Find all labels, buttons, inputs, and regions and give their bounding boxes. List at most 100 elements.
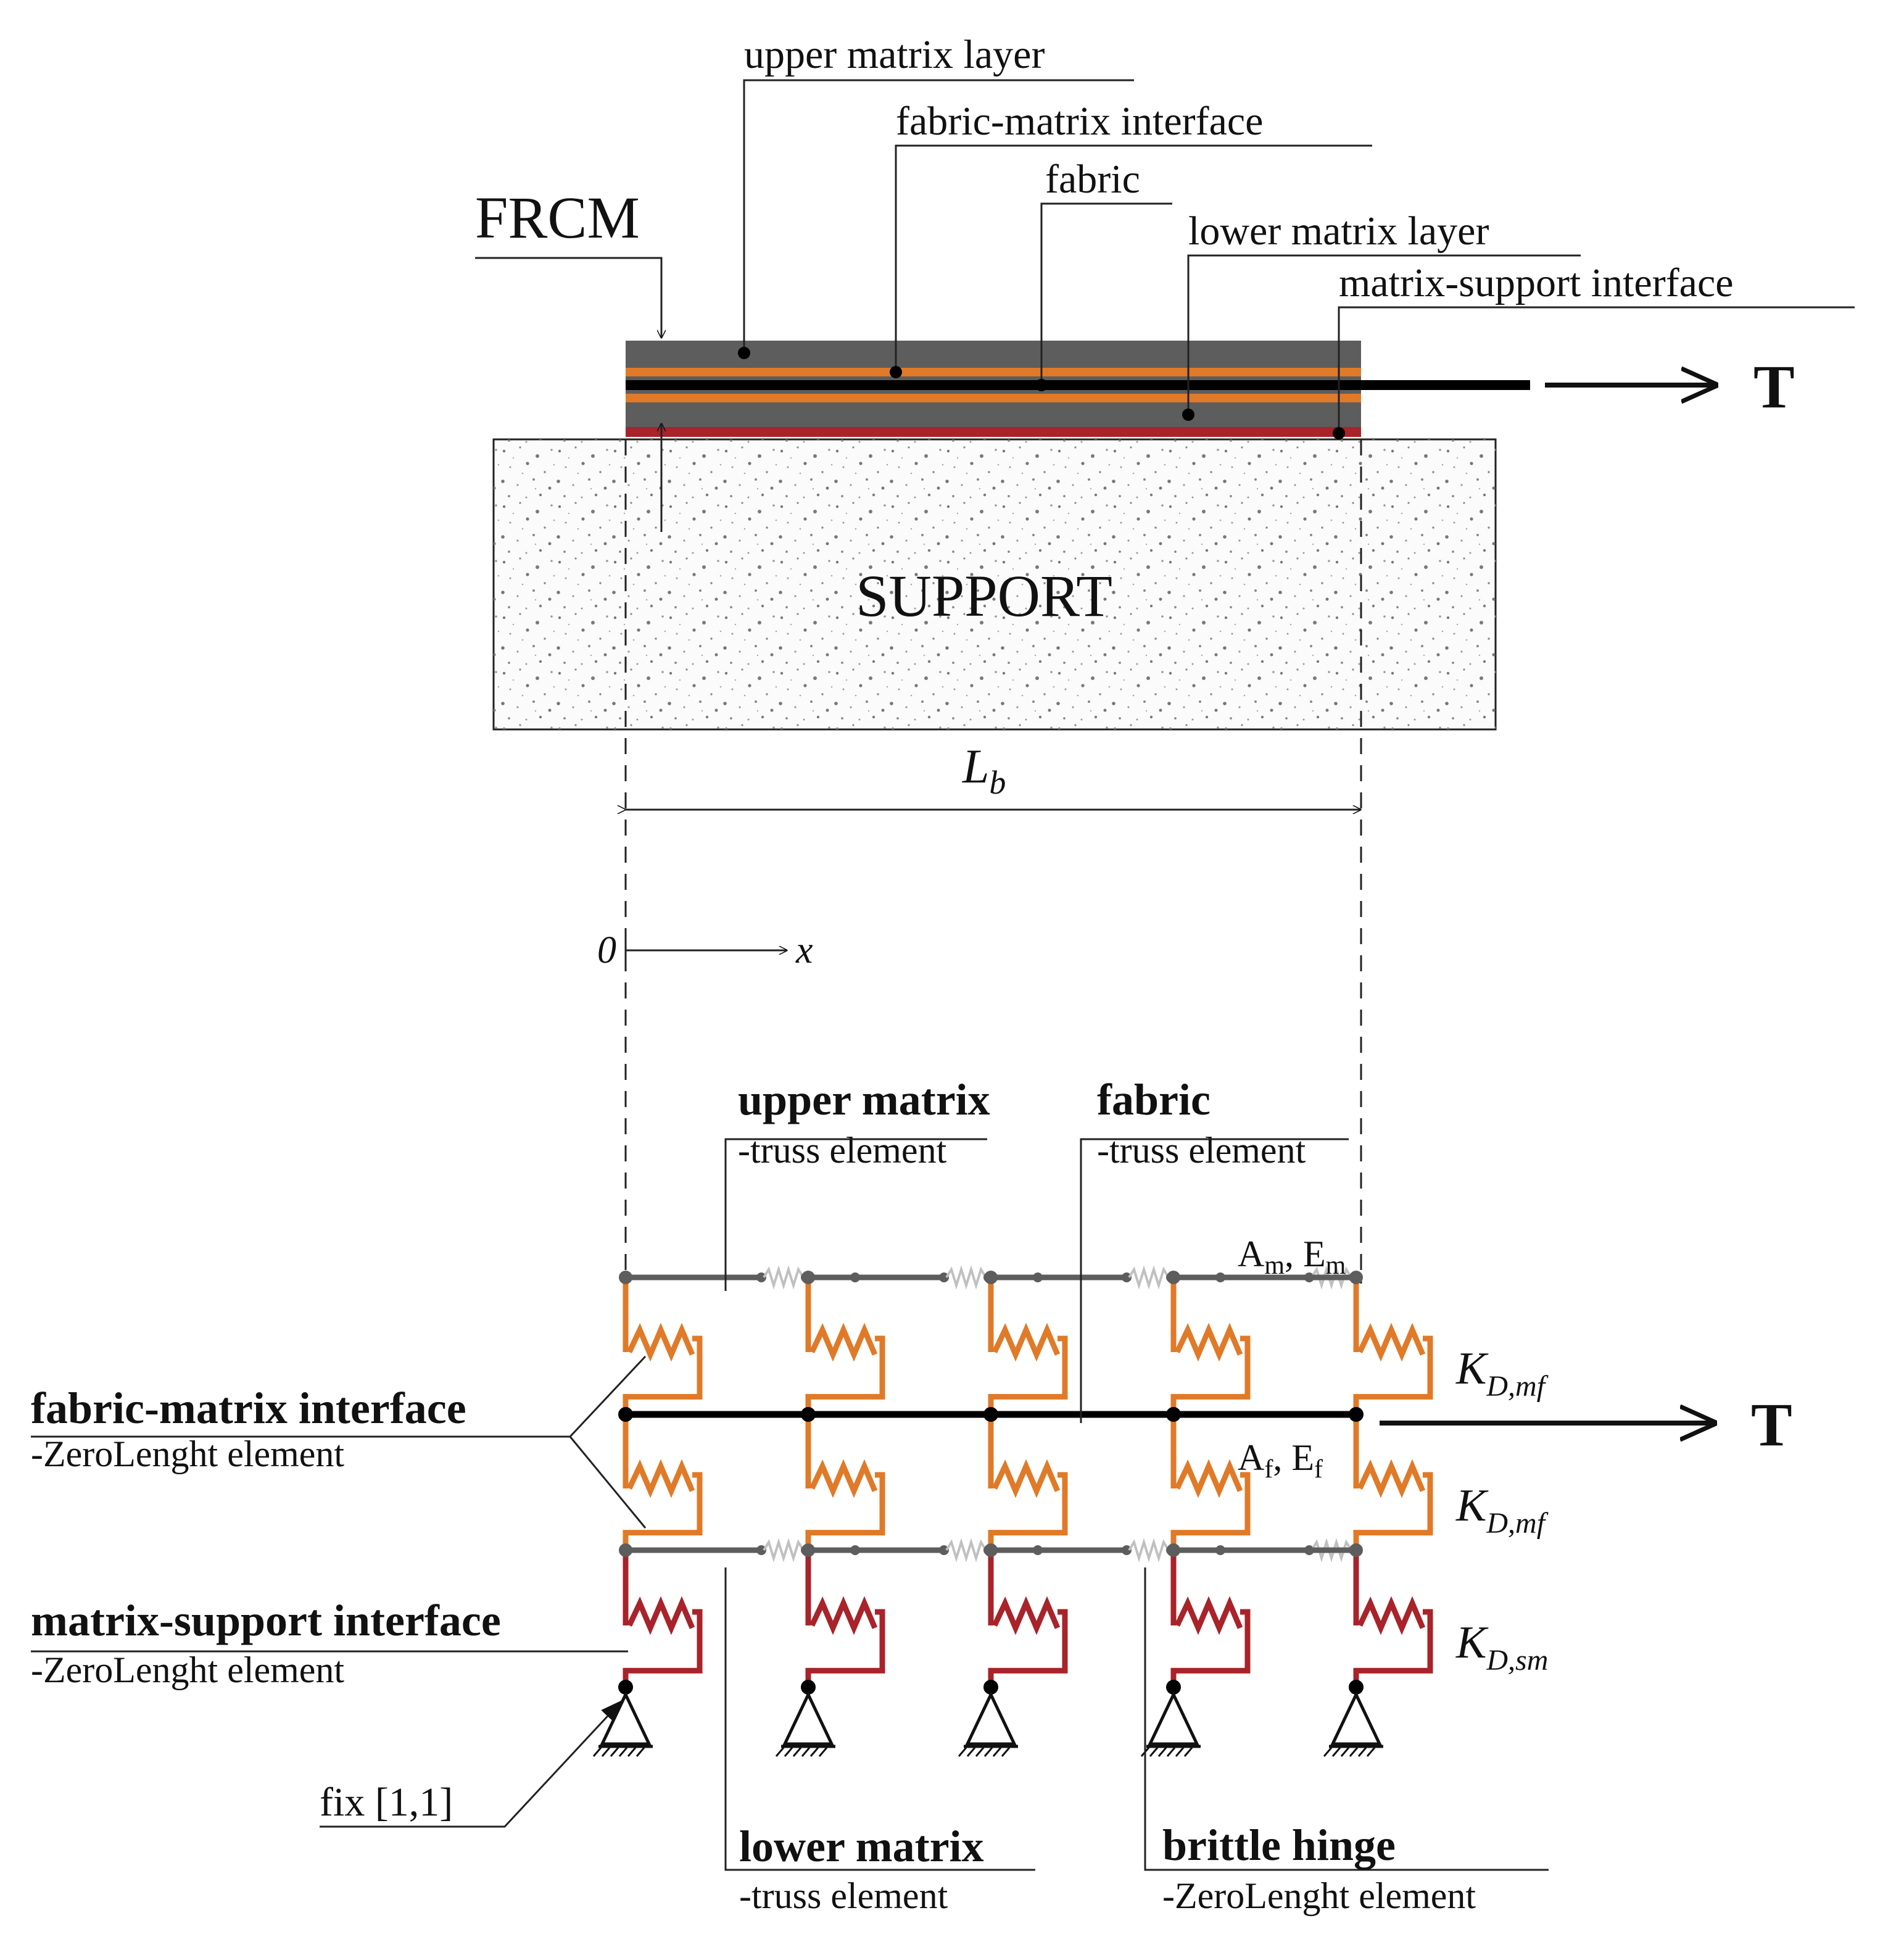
fabric-matrix-spring-lower bbox=[623, 1472, 703, 1545]
brittle-hinge-spring bbox=[1128, 1265, 1170, 1290]
pin-support-hatch bbox=[983, 1747, 993, 1757]
upper-matrix-node bbox=[756, 1272, 766, 1282]
pin-support-triangle bbox=[782, 1691, 834, 1746]
pin-support-hatch bbox=[1175, 1747, 1185, 1757]
pin-support-hatch bbox=[1183, 1747, 1193, 1757]
matrix-support-spring bbox=[626, 1596, 695, 1635]
fabric-matrix-spring-upper bbox=[1357, 1322, 1426, 1362]
matrix-support-spring bbox=[805, 1609, 885, 1683]
dot-upper-matrix-layer bbox=[738, 347, 750, 359]
pin-support-hatch bbox=[610, 1747, 619, 1757]
upper-matrix-node bbox=[1122, 1272, 1132, 1282]
frcm-strip bbox=[626, 341, 1530, 437]
ms-interface-subtitle: -ZeroLenght element bbox=[31, 1650, 344, 1690]
spring-label-mf-lower: KD,mf bbox=[1455, 1480, 1549, 1540]
leader-lower-matrix-layer bbox=[1187, 254, 1581, 415]
brittle-hinge-spring bbox=[1128, 1538, 1170, 1563]
leader-fix bbox=[320, 1700, 623, 1828]
pin-support-triangle bbox=[1330, 1691, 1382, 1746]
brittle-hinge-spring bbox=[945, 1538, 987, 1563]
load-label-top: T bbox=[1753, 352, 1795, 421]
matrix-support-spring bbox=[1170, 1609, 1251, 1683]
label-fabric: fabric bbox=[1045, 157, 1140, 202]
upper-matrix-node bbox=[984, 1271, 998, 1284]
fabric-matrix-spring-lower bbox=[809, 1459, 878, 1498]
label-lower-matrix-layer: lower matrix layer bbox=[1188, 209, 1489, 254]
fabric-node bbox=[1166, 1407, 1181, 1422]
pin-support-hatch bbox=[792, 1747, 802, 1757]
brittle-hinge-spring bbox=[763, 1538, 805, 1563]
pin-support-triangle bbox=[1148, 1691, 1199, 1746]
support-node bbox=[618, 1680, 633, 1695]
lower-matrix-node bbox=[1349, 1543, 1363, 1557]
fabric-matrix-spring-upper bbox=[1170, 1335, 1251, 1409]
dot-fabric bbox=[1035, 379, 1048, 391]
matrix-props-label: Am, Em bbox=[1238, 1234, 1346, 1280]
pin-support-hatch bbox=[801, 1747, 811, 1757]
upper-matrix-subtitle: -truss element bbox=[738, 1130, 947, 1171]
x-axis-label: x bbox=[795, 929, 813, 971]
fabric-matrix-spring-lower bbox=[1353, 1472, 1433, 1545]
support-node bbox=[801, 1680, 816, 1695]
bond-length-label: Lb bbox=[962, 739, 1006, 801]
leader-upper-matrix bbox=[724, 1138, 987, 1291]
frcm-leader bbox=[475, 257, 661, 338]
lower-matrix-title: lower matrix bbox=[739, 1822, 984, 1871]
pin-support-hatch bbox=[1349, 1747, 1359, 1757]
lower-matrix-node bbox=[939, 1545, 949, 1555]
brittle-hinge-spring bbox=[945, 1265, 987, 1290]
pin-support-hatch bbox=[809, 1747, 819, 1757]
matrix-support-spring bbox=[991, 1596, 1061, 1635]
lower-matrix-subtitle: -truss element bbox=[739, 1875, 948, 1916]
numerical-model bbox=[592, 1265, 1433, 1757]
fix-label: fix [1,1] bbox=[320, 1780, 453, 1825]
fabric-title: fabric bbox=[1097, 1075, 1211, 1124]
fabric-node bbox=[1349, 1407, 1364, 1422]
fabric-matrix-spring-lower bbox=[988, 1472, 1068, 1545]
label-fabric-matrix-interface: fabric-matrix interface bbox=[896, 99, 1263, 144]
lower-matrix-node bbox=[801, 1543, 815, 1557]
dot-lower-matrix-layer bbox=[1182, 409, 1194, 421]
pin-support-hatch bbox=[992, 1747, 1002, 1757]
matrix-support-spring bbox=[809, 1596, 878, 1635]
fabric-matrix-spring-lower bbox=[1170, 1472, 1251, 1545]
fabric-matrix-spring-lower bbox=[626, 1459, 695, 1498]
pin-support-hatch bbox=[592, 1747, 602, 1757]
pin-support-hatch bbox=[1357, 1747, 1367, 1757]
fabric-matrix-spring-upper bbox=[805, 1335, 885, 1409]
label-upper-matrix-layer: upper matrix layer bbox=[744, 32, 1045, 77]
spring-label-sm: KD,sm bbox=[1455, 1617, 1548, 1677]
pin-support-hatch bbox=[1001, 1747, 1011, 1757]
fabric-node bbox=[618, 1407, 633, 1422]
support-node bbox=[1349, 1680, 1364, 1695]
matrix-support-spring bbox=[1353, 1609, 1433, 1683]
lower-matrix-node bbox=[619, 1543, 632, 1557]
pin-support-hatch bbox=[1340, 1747, 1350, 1757]
brittle-hinge-subtitle: -ZeroLenght element bbox=[1162, 1875, 1476, 1916]
fabric-matrix-spring-upper bbox=[1353, 1335, 1433, 1409]
matrix-support-spring bbox=[1174, 1596, 1243, 1635]
leader-matrix-support-interface bbox=[1338, 306, 1855, 433]
upper-matrix-title: upper matrix bbox=[738, 1075, 990, 1124]
upper-matrix-node bbox=[939, 1272, 949, 1282]
pin-support-hatch bbox=[627, 1747, 637, 1757]
pin-support-hatch bbox=[601, 1747, 611, 1757]
pin-support-hatch bbox=[958, 1747, 967, 1757]
fabric-matrix-spring-upper bbox=[1174, 1322, 1243, 1362]
origin-zero-label: 0 bbox=[597, 929, 616, 971]
leader-fabric-element bbox=[1080, 1138, 1349, 1423]
pin-support-hatch bbox=[775, 1747, 785, 1757]
pin-support-hatch bbox=[966, 1747, 976, 1757]
fabric-matrix-spring-lower bbox=[1174, 1459, 1243, 1498]
upper-matrix-node bbox=[1167, 1271, 1180, 1284]
fm-interface-title: fabric-matrix interface bbox=[31, 1384, 466, 1433]
load-label-bottom: T bbox=[1751, 1390, 1792, 1459]
brittle-hinge-title: brittle hinge bbox=[1162, 1820, 1396, 1870]
fabric-matrix-spring-upper bbox=[991, 1322, 1061, 1362]
frcm-label: FRCM bbox=[475, 185, 640, 251]
brittle-hinge-spring bbox=[763, 1265, 805, 1290]
fabric-matrix-spring-lower bbox=[1357, 1459, 1426, 1498]
spring-label-mf-upper: KD,mf bbox=[1455, 1343, 1549, 1403]
leader-fm-interface-lower bbox=[569, 1436, 647, 1529]
